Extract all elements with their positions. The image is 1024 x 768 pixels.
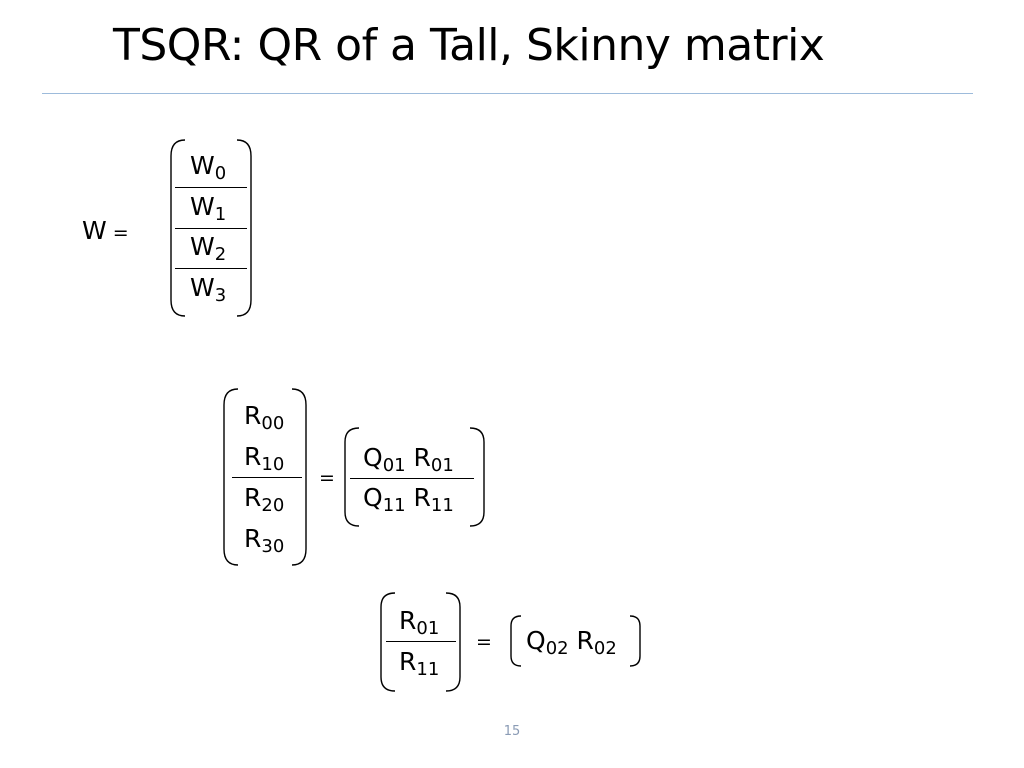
stage2-lhs-r11: R11	[399, 647, 440, 680]
w-block-1: W1	[190, 192, 227, 225]
w-equation-lhs: W=	[82, 216, 129, 248]
w-matrix-right-paren	[236, 139, 252, 317]
stage1-rhs-row-0: Q01 R01	[363, 443, 454, 476]
stage1-lhs-r00: R00	[244, 401, 285, 434]
stage2-lhs-left-paren	[380, 592, 396, 692]
stage1-lhs-r10: R10	[244, 442, 285, 475]
stage2-lhs-right-paren	[445, 592, 461, 692]
stage1-equals-sign: =	[319, 467, 335, 489]
stage2-rhs-row-0: Q02 R02	[526, 626, 617, 659]
stage2-equals-sign: =	[476, 631, 492, 653]
stage2-rhs-left-paren	[510, 615, 522, 667]
slide-title: TSQR: QR of a Tall, Skinny matrix	[113, 20, 825, 71]
stage2-lhs-r01: R01	[399, 606, 440, 639]
stage2-lhs-separator	[386, 641, 456, 642]
w-label: W	[82, 216, 107, 245]
stage1-lhs-right-paren	[291, 388, 307, 566]
stage1-rhs-right-paren	[469, 427, 485, 527]
stage2-rhs-right-paren	[629, 615, 641, 667]
stage1-rhs-separator	[350, 478, 474, 479]
stage1-rhs-row-1: Q11 R11	[363, 483, 454, 516]
stage1-lhs-separator	[232, 477, 302, 478]
stage1-lhs-r30: R30	[244, 524, 285, 557]
w-block-2: W2	[190, 232, 227, 265]
w-block-0: W0	[190, 151, 227, 184]
stage1-lhs-left-paren	[223, 388, 239, 566]
w-separator-3	[175, 268, 247, 269]
stage1-lhs-r20: R20	[244, 483, 285, 516]
w-block-3: W3	[190, 273, 227, 306]
page-number: 15	[503, 724, 521, 739]
w-equals-sign: =	[112, 222, 129, 244]
stage1-rhs-left-paren	[344, 427, 360, 527]
w-matrix-left-paren	[170, 139, 186, 317]
w-separator-1	[175, 187, 247, 188]
title-divider	[42, 93, 973, 94]
w-separator-2	[175, 228, 247, 229]
